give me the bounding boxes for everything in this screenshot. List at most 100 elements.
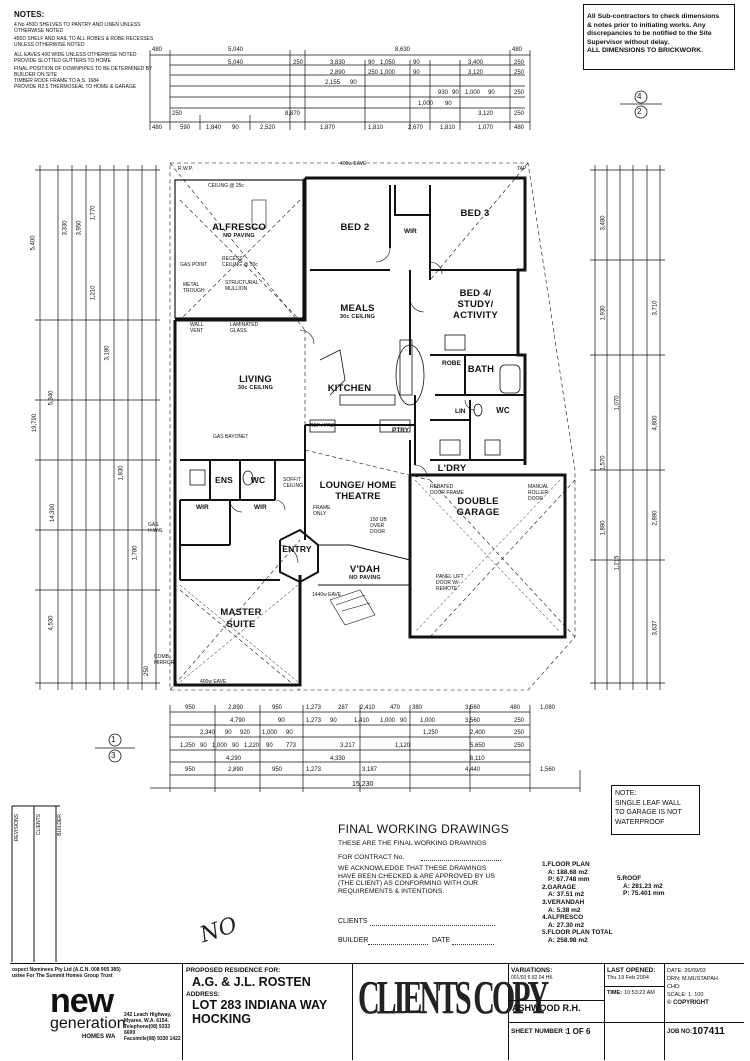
dim-text: 2,520 xyxy=(260,125,276,131)
company-line: ospect Nominees Pty Ltd (A.C.N. 008 905 … xyxy=(12,967,121,973)
note-line: PROVIDE SLOTTED GUTTERS TO HOME xyxy=(14,58,111,64)
contractor-note: & notes prior to initiating works. Any xyxy=(587,21,706,29)
dim-text: 1,870 xyxy=(320,125,336,131)
plan-note: COMB MIRROR xyxy=(154,654,175,666)
room-wir: WIR xyxy=(404,228,417,235)
dim-text: 3,950 xyxy=(76,220,83,236)
dim-text: 1,273 xyxy=(306,718,322,724)
last-opened-label: LAST OPENED: xyxy=(607,967,656,974)
dim-text: 1,830 xyxy=(118,465,125,481)
dim-text: 90 xyxy=(445,101,452,107)
company-line: ustee For The Summit Homes Group Trust xyxy=(12,973,113,979)
note-line: ALL EAVES 400 WIDE UNLESS OTHERWISE NOTE… xyxy=(14,52,137,58)
address-label: ADDRESS: xyxy=(186,990,220,998)
dim-text: 2,890 xyxy=(228,767,244,773)
note-line: TIMBER ROOF FRAME TO A.S. 1684 xyxy=(14,78,99,84)
plan-note: GAS POINT xyxy=(180,262,208,268)
room-ensuite: ENS xyxy=(210,475,238,485)
sheet-number-value: 1 OF 6 xyxy=(566,1027,591,1036)
dim-text: 1,000 xyxy=(262,730,278,736)
dim-text: 2,890 xyxy=(652,510,659,526)
dim-text: 90 xyxy=(286,730,293,736)
section-marker-label: 1 xyxy=(111,735,116,744)
stamp-cell: CLIENTS COPY xyxy=(352,964,549,1060)
client-name: A.G. & J.L. ROSTEN xyxy=(192,974,311,989)
dim-text: 8,630 xyxy=(395,47,411,53)
date-label: DATE xyxy=(432,937,451,944)
area-label: 3.VERANDAH xyxy=(542,898,585,906)
room-master-suite: MASTER SUITE xyxy=(205,607,277,631)
clients-label: CLIENTS xyxy=(338,918,368,925)
dim-text: 90 xyxy=(225,730,232,736)
job-number-label: JOB NO: xyxy=(667,1029,693,1035)
dim-text: 4,290 xyxy=(226,756,242,762)
dates-cell: LAST OPENED: Thu 19 Feb 2004 TIME: 10:53… xyxy=(604,964,665,1060)
date-field xyxy=(452,944,494,945)
area-label: 5.FLOOR PLAN TOTAL xyxy=(542,929,613,937)
note-line: 4 No 450D SHELVES TO PANTRY AND LINEN UN… xyxy=(14,22,141,34)
sheet-number-label: SHEET NUMBER : xyxy=(511,1028,567,1035)
room-bed4-study: BED 4/ STUDY/ ACTIVITY xyxy=(448,288,503,321)
plan-note: PANEL LIFT DOOR W/- REMOTE xyxy=(436,574,464,592)
dim-text: 90 xyxy=(232,125,239,131)
area-label: 1.FLOOR PLAN xyxy=(542,861,590,868)
fwd-line: HAVE BEEN CHECKED & ARE APPROVED BY US xyxy=(338,872,495,880)
contractor-note: Supervisor without delay. xyxy=(587,38,670,46)
dim-text: 1,070 xyxy=(478,125,494,131)
dim-text: 3,120 xyxy=(478,111,494,117)
dim-text: 3,560 xyxy=(465,718,481,724)
verandah-outline xyxy=(318,544,411,586)
section-markers xyxy=(95,90,662,763)
dim-text: 1,050 xyxy=(380,60,396,66)
plan-note: SOFFIT CEILING xyxy=(283,477,304,489)
dim-text: 250 xyxy=(514,90,525,96)
dim-text: 250 xyxy=(514,111,525,117)
section-marker-label: 2 xyxy=(637,107,642,116)
note-text: WATERPROOF xyxy=(615,818,665,826)
drawing-frame xyxy=(11,805,60,962)
room-name: DOUBLE GARAGE xyxy=(456,496,500,518)
dim-text: 1,000 xyxy=(420,718,436,724)
dim-text: 250 xyxy=(172,111,183,117)
room-laundry: L'DRY xyxy=(432,463,472,474)
area-label: 4.ALFRESCO xyxy=(542,914,584,922)
dim-text: 90 xyxy=(266,743,273,749)
dim-text: 3,217 xyxy=(340,743,356,749)
eave-label: 400w EAVE xyxy=(200,679,227,685)
dim-text: 1,210 xyxy=(90,285,97,301)
plan-note: TAP xyxy=(517,166,527,172)
room-living: LIVING 30c CEILING xyxy=(228,374,283,391)
dim-text: 5,040 xyxy=(228,47,244,53)
note-text: NOTE: xyxy=(615,790,637,797)
area-label: 2.GARAGE xyxy=(542,883,576,891)
kitchen-benches xyxy=(309,339,425,433)
title-block: ospect Nominees Pty Ltd (A.C.N. 008 905 … xyxy=(10,963,744,1060)
room-note: NO PAVING xyxy=(223,233,255,239)
dim-text: 950 xyxy=(272,705,283,711)
room-name: ENTRY xyxy=(282,544,312,554)
dim-text: 250 xyxy=(293,60,304,66)
margin-builder: BUILDER xyxy=(57,814,63,836)
dim-text: 950 xyxy=(185,767,196,773)
area-value: A: 27.30 m2 xyxy=(548,921,585,929)
top-dimension-lines xyxy=(149,50,531,130)
general-notes: NOTES: 4 No 450D SHELVES TO PANTRY AND L… xyxy=(14,10,169,90)
client-cell: PROPOSED RESIDENCE FOR: A.G. & J.L. ROST… xyxy=(182,964,353,1060)
room-name: MASTER SUITE xyxy=(220,607,262,630)
dim-text: 3,830 xyxy=(330,60,346,66)
builder-signature-field xyxy=(368,944,428,945)
dim-text: 1,000 xyxy=(212,743,228,749)
date-label: DATE: xyxy=(667,968,683,974)
address-line: Myaree, W.A. 6154. xyxy=(124,1018,169,1024)
dim-text: 2,410 xyxy=(360,705,376,711)
entry-steps xyxy=(329,589,376,626)
bottom-dimension-lines xyxy=(150,705,581,792)
room-note: 30c CEILING xyxy=(339,314,376,320)
dim-text: 250 xyxy=(514,718,525,724)
roof-area: 5.ROOF A: 281.23 m2 P: 75.401 mm xyxy=(617,875,665,898)
plan-note: WALL VENT xyxy=(190,322,204,334)
area-value: P: 67.748 mm xyxy=(548,876,590,884)
variations-value: 001/03 6.82.04 HK xyxy=(511,974,553,981)
plan-note: CEILING @ 25c xyxy=(208,183,244,189)
